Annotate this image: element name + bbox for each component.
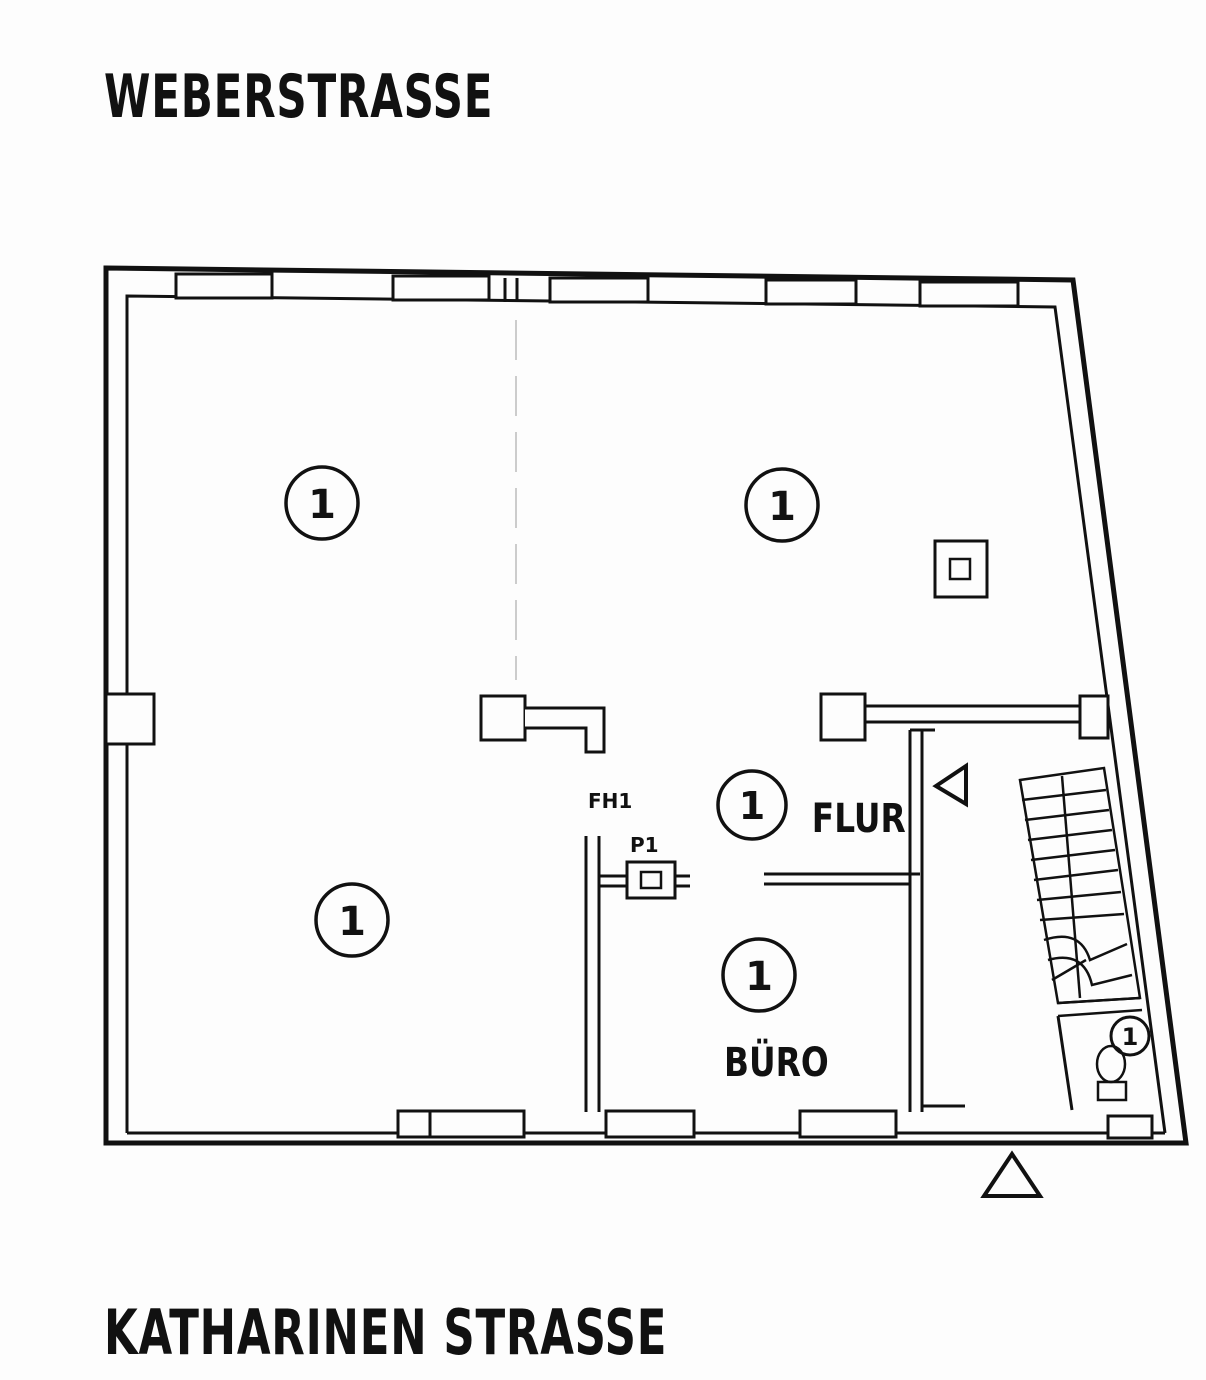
outer-wall-outline — [103, 265, 1189, 1146]
room-number-circle — [314, 882, 390, 958]
window — [428, 1109, 526, 1139]
room-number: 1 — [1122, 1023, 1139, 1051]
pump-icon — [625, 860, 677, 900]
room-number-circle — [284, 465, 360, 541]
column — [479, 694, 527, 742]
room-number-circle — [744, 467, 820, 543]
wall-niche — [396, 1109, 432, 1139]
fire-hose-label: FH1 — [588, 789, 632, 813]
column — [1078, 694, 1110, 740]
entrance-triangle-icon — [980, 1150, 1044, 1198]
window — [604, 1109, 696, 1139]
room-label-buero: BÜRO — [724, 1038, 829, 1086]
street-label-top: WEBERSTRASSE — [104, 62, 494, 132]
window — [548, 276, 650, 304]
inner-wall-line — [125, 294, 1167, 1134]
staircase-icon — [1018, 766, 1143, 1018]
room-number-circle — [1109, 1015, 1151, 1057]
windows-north — [174, 272, 1020, 308]
pump-label: P1 — [630, 833, 659, 857]
toilet-icon — [1095, 1044, 1128, 1102]
room-number: 1 — [308, 482, 336, 528]
column — [819, 692, 867, 742]
column-duct — [525, 706, 606, 754]
room-label-flur: FLUR — [812, 795, 906, 842]
room-number: 1 — [768, 484, 796, 530]
street-label-bottom: KATHARINEN STRASSE — [104, 1296, 668, 1369]
wall-wc-west — [1056, 1015, 1074, 1111]
room-number: 1 — [338, 899, 366, 945]
wall-niche-west — [104, 692, 156, 746]
window — [918, 280, 1020, 308]
entrance-triangle-icon — [932, 762, 968, 808]
room-number: 1 — [739, 784, 765, 828]
window — [764, 278, 858, 306]
window — [174, 272, 274, 300]
windows-south — [428, 1109, 1154, 1140]
room-number-circle — [716, 769, 788, 841]
chimney-shaft-icon — [933, 539, 989, 599]
room-number: 1 — [745, 954, 773, 1000]
window — [1106, 1114, 1154, 1140]
window — [798, 1109, 898, 1139]
room-number-circle — [721, 937, 797, 1013]
window — [391, 274, 491, 302]
